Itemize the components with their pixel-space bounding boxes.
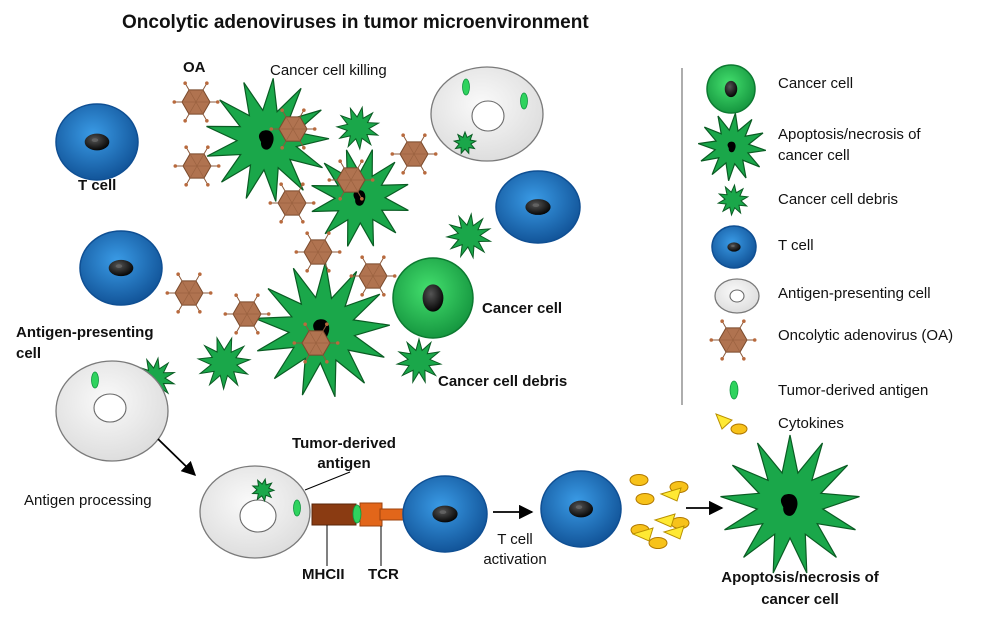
legend-apc-icon <box>714 278 760 314</box>
activation-label-line2: activation <box>483 551 547 568</box>
activation-label-line1: T cell <box>497 531 533 548</box>
debris-2 <box>335 105 381 151</box>
cytokine-triangle-2 <box>653 513 676 528</box>
legend-debris-icon <box>716 183 750 217</box>
cytokine-oval-2 <box>635 493 655 505</box>
cancer-cell-debris-label: Cancer cell debris <box>438 373 568 390</box>
apc-top <box>430 66 544 162</box>
diagram-title: Oncolytic adenoviruses in tumor microenv… <box>122 12 589 33</box>
legend-antigen-icon <box>729 380 739 400</box>
tcr-label: TCR <box>368 566 399 583</box>
cytokine-oval-1 <box>629 474 649 486</box>
legend-label-apoptosis-line1: Apoptosis/necrosis of <box>778 126 921 143</box>
adenovirus-9 <box>165 272 213 314</box>
apoptosis-label-line1: Apoptosis/necrosis of <box>721 569 879 586</box>
debris-3 <box>445 212 493 260</box>
apoptosis-label-line2: cancer cell <box>761 591 839 608</box>
antigen-apc-top-2 <box>520 92 528 110</box>
antigen-synapse <box>352 504 362 524</box>
adenovirus-5 <box>268 182 316 224</box>
adenovirus-7 <box>294 231 342 273</box>
legend-label-t-cell: T cell <box>778 237 814 254</box>
t-cell-top-left <box>55 103 139 181</box>
cytokine-triangle-1 <box>659 487 682 502</box>
legend-t-cell-icon <box>711 225 757 269</box>
adenovirus-2 <box>269 108 317 150</box>
apoptotic-cell-1 <box>206 78 330 202</box>
t-cell-synapse <box>402 475 488 553</box>
adenovirus-4 <box>327 159 375 201</box>
apc-left <box>55 360 169 462</box>
antigen-apc-left <box>91 371 99 389</box>
cytokine-triangle-3 <box>631 527 654 542</box>
cancer-cell-main <box>392 257 474 339</box>
apc-label-line2: cell <box>16 345 42 362</box>
adenovirus-1 <box>172 81 220 123</box>
legend-cytokine-triangle <box>715 413 733 430</box>
cancer-cell-label: Cancer cell <box>482 300 563 317</box>
legend-label-debris: Cancer cell debris <box>778 191 899 208</box>
legend-adenovirus-icon <box>709 319 757 361</box>
apc-label-line1: Antigen-presenting <box>16 324 154 341</box>
legend-apoptotic-icon <box>697 112 767 182</box>
antigen-pointer-line <box>304 471 351 491</box>
cancer-cell-killing-label: Cancer cell killing <box>270 62 387 79</box>
adenovirus-10 <box>223 293 271 335</box>
t-cell-label: T cell <box>78 177 117 194</box>
apoptotic-cell-2 <box>311 149 409 247</box>
debris-5 <box>395 337 443 384</box>
debris-4 <box>196 336 252 391</box>
apc-processing <box>199 465 311 559</box>
adenovirus-11 <box>292 322 340 364</box>
mhc-tcr-synapse <box>311 502 409 566</box>
legend-label-cytokines: Cytokines <box>778 415 844 432</box>
tumor-antigen-label-line2: antigen <box>317 455 371 472</box>
t-cell-right <box>495 170 581 244</box>
adenovirus-6 <box>390 133 438 175</box>
antigen-processing-label: Antigen processing <box>24 492 152 509</box>
tumor-antigen-label-line1: Tumor-derived <box>292 435 396 452</box>
mhcii-label: MHCII <box>302 566 345 583</box>
legend-cancer-cell-icon <box>706 64 756 114</box>
t-cell-activated <box>540 470 622 548</box>
cytokine-triangle-4 <box>662 525 685 540</box>
legend-cytokine-oval <box>730 423 748 435</box>
apoptotic-cell-final <box>720 434 860 574</box>
antigen-apc-top-1 <box>462 78 470 96</box>
t-cell-middle-left <box>79 230 163 306</box>
cytokine-oval-4 <box>648 537 668 549</box>
antigen-processing-apc <box>293 499 301 517</box>
legend-label-apoptosis-line2: cancer cell <box>778 147 850 164</box>
adenovirus-8 <box>349 255 397 297</box>
legend-label-cancer-cell: Cancer cell <box>778 75 854 92</box>
arrow-to-processing <box>157 438 197 477</box>
debris-processing <box>251 477 276 503</box>
oa-label: OA <box>183 59 206 76</box>
adenovirus-3 <box>173 145 221 187</box>
debris-1 <box>452 130 478 155</box>
legend-label-apc: Antigen-presenting cell <box>778 285 931 302</box>
legend-label-antigen: Tumor-derived antigen <box>778 382 929 399</box>
legend-label-adenovirus: Oncolytic adenovirus (OA) <box>778 327 954 344</box>
